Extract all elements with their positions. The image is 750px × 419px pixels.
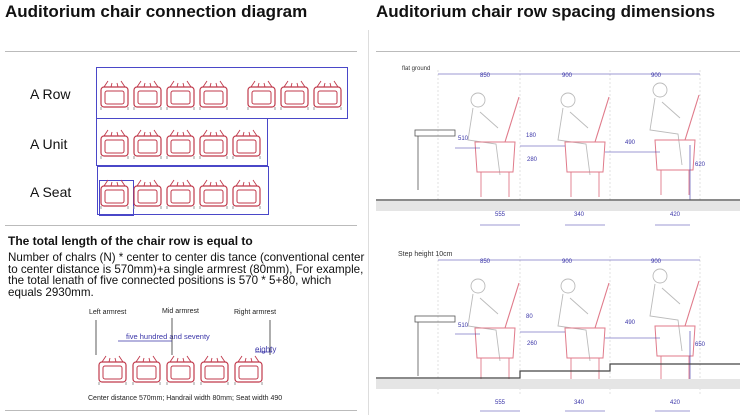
left-divider [5, 51, 357, 52]
bottom-bottom-555: 555 [495, 400, 506, 406]
chair-icon [97, 354, 128, 385]
seat-group-box [97, 166, 269, 215]
right-divider [376, 51, 740, 52]
top-diagram-label: flat ground [402, 66, 431, 72]
top-dim-510: 510 [458, 136, 469, 142]
left-armrest-label: Left armrest [89, 309, 127, 316]
top-width-2: 900 [562, 73, 573, 79]
chair-icon [279, 79, 310, 110]
top-dim-280: 280 [527, 157, 538, 163]
chair-icon [199, 354, 230, 385]
chair-icon [233, 354, 264, 385]
chair-icon [132, 79, 163, 110]
chair-icon [99, 79, 130, 110]
bottom-diagram-label: Step height 10cm [398, 251, 453, 258]
chair-icon [231, 178, 262, 209]
bottom-dim-650: 650 [695, 342, 706, 348]
bottom-width-1: 850 [480, 259, 491, 265]
left-divider-3 [5, 410, 357, 411]
chair-icon [198, 128, 229, 159]
chair-icon [165, 178, 196, 209]
chair-icon [231, 128, 262, 159]
chair-icon [198, 178, 229, 209]
row-label-a-unit: A Unit [30, 136, 68, 152]
chair-icon [131, 354, 162, 385]
bottom-dim-510: 510 [458, 323, 469, 329]
bottom-bottom-420: 420 [670, 400, 681, 406]
unit-box [96, 118, 268, 166]
bottom-width-3: 900 [651, 259, 662, 265]
chair-icon [312, 79, 343, 110]
right-title: Auditorium chair row spacing dimensions [376, 2, 716, 21]
center-divider [368, 30, 369, 415]
chair-icon [198, 79, 229, 110]
top-bottom-555: 555 [495, 212, 506, 218]
chair-icon [132, 128, 163, 159]
bottom-dim-80: 80 [526, 314, 533, 320]
top-bottom-420: 420 [670, 212, 681, 218]
top-dim-620: 620 [695, 162, 706, 168]
top-dim-180: 180 [526, 133, 537, 139]
chair-icon [132, 178, 163, 209]
length-paragraph: Number of chalrs (N) * center to center … [8, 251, 365, 299]
bottom-width-2: 900 [562, 259, 573, 265]
top-width-1: 850 [480, 73, 491, 79]
chair-icon [99, 178, 130, 209]
bottom-dim-490: 490 [625, 320, 636, 326]
right-armrest-label: Right armrest [234, 309, 277, 316]
dimension-caption: Center distance 570mm; Handrail width 80… [88, 395, 283, 402]
top-dim-490: 490 [625, 140, 636, 146]
mid-armrest-label: Mid armrest [162, 308, 199, 315]
chair-icon [165, 79, 196, 110]
bottom-bottom-340: 340 [574, 400, 585, 406]
left-title: Auditorium chair connection diagram [5, 2, 308, 21]
top-bottom-340: 340 [574, 212, 585, 218]
chair-icon [99, 128, 130, 159]
center-distance-note: five hundred and seventy [126, 332, 210, 341]
chair-icon [165, 128, 196, 159]
chair-icon [165, 354, 196, 385]
length-heading: The total length of the chair row is equ… [8, 234, 253, 248]
left-divider-2 [5, 225, 357, 226]
bottom-dim-260: 260 [527, 341, 538, 347]
top-width-3: 900 [651, 73, 662, 79]
chair-icon [246, 79, 277, 110]
row-label-a-row: A Row [30, 86, 71, 102]
handrail-note: eighty [255, 345, 277, 354]
row-label-a-seat: A Seat [30, 184, 72, 200]
